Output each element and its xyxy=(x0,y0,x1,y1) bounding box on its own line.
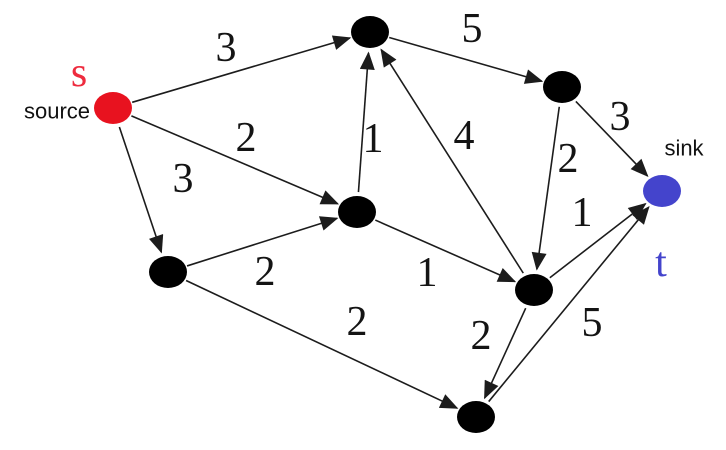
edge-v2-to-v5 xyxy=(531,106,561,271)
edge-capacity-label-v3-v5: 1 xyxy=(417,250,438,296)
edge-v5-to-v6 xyxy=(483,307,527,400)
edge-capacity-label-v3-v1: 1 xyxy=(363,116,384,162)
edge-capacity-label-v1-v2: 5 xyxy=(462,6,483,52)
edge-v5-to-t xyxy=(549,202,647,279)
edge-capacity-label-v5-t: 1 xyxy=(572,190,593,236)
edge-capacity-label-v6-t: 5 xyxy=(582,300,603,346)
edge-capacity-label-v4-v3: 2 xyxy=(255,249,276,295)
edge-v3-to-v1 xyxy=(357,51,375,193)
edge-v4-to-v3 xyxy=(186,216,339,267)
node-v1 xyxy=(351,16,389,48)
edge-capacity-label-v4-v6: 2 xyxy=(347,299,368,345)
edge-v1-to-v2 xyxy=(389,36,544,84)
edge-capacity-label-v5-v1: 4 xyxy=(454,113,475,159)
edge-capacity-label-v5-v6: 2 xyxy=(471,313,492,359)
node-sink xyxy=(643,175,681,207)
edge-capacity-label-s-v4: 3 xyxy=(173,156,194,202)
source-word-label: source xyxy=(24,99,90,124)
edge-v4-to-v6 xyxy=(185,279,459,409)
edge-v6-to-t xyxy=(488,206,650,403)
node-source xyxy=(94,92,132,124)
node-v4 xyxy=(149,256,187,288)
edge-v3-to-v5 xyxy=(374,219,517,283)
edge-s-to-v4 xyxy=(118,126,164,254)
sink-word-label: sink xyxy=(664,136,704,161)
edge-capacity-label-s-v1: 3 xyxy=(216,25,237,71)
edge-capacity-label-v2-v5: 2 xyxy=(558,136,579,182)
source-letter-label: s xyxy=(71,50,87,96)
edge-capacity-label-v2-t: 3 xyxy=(610,94,631,140)
sink-letter-label: t xyxy=(655,240,667,286)
node-v2 xyxy=(543,71,581,103)
node-v5 xyxy=(515,274,553,306)
edge-v5-to-v1 xyxy=(380,48,524,274)
edge-s-to-v3 xyxy=(131,115,340,205)
edge-v2-to-t xyxy=(575,100,649,177)
edge-s-to-v1 xyxy=(131,35,352,104)
edge-capacity-label-s-v3: 2 xyxy=(236,115,257,161)
node-v6 xyxy=(457,401,495,433)
node-v3 xyxy=(338,196,376,228)
